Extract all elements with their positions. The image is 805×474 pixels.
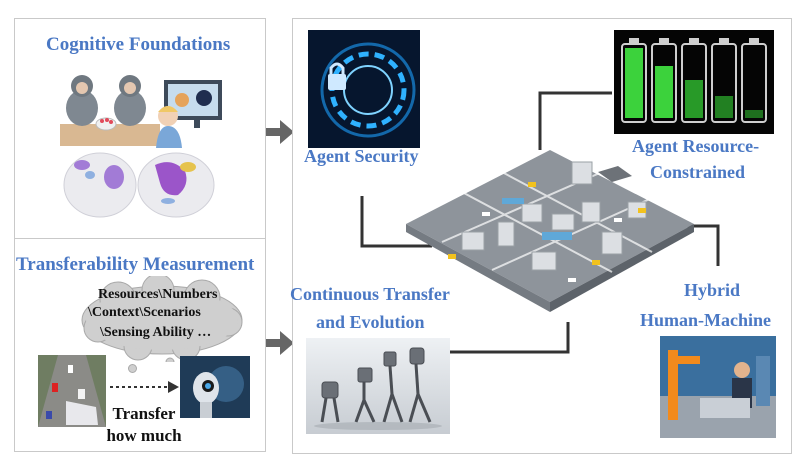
cloud-line-3: \Sensing Ability … — [100, 325, 212, 340]
hybrid-label-2: Human-Machine — [640, 310, 772, 330]
cloud-line-1: Resources\Numbers — [98, 287, 218, 302]
transfer-dotted-arrow — [110, 381, 179, 393]
transferability-title: Transferability Measurement — [16, 254, 255, 275]
agent-resource-label-1: Agent Resource- — [632, 136, 760, 156]
battery-levels-image — [614, 30, 774, 134]
arrow-bottom-right — [266, 331, 294, 355]
evolving-robots-image — [306, 338, 450, 434]
child-monitor-illustration — [150, 78, 230, 148]
brains-illustration — [60, 145, 220, 225]
connector-lines — [360, 91, 720, 354]
monkeys-illustration — [60, 66, 160, 146]
transfer-label: Transfer — [112, 404, 176, 423]
how-much-label: how much — [106, 426, 182, 445]
continuous-transfer-label-1: Continuous Transfer — [290, 284, 450, 304]
continuous-transfer-label-2: and Evolution — [316, 312, 425, 332]
thought-cloud — [78, 276, 246, 362]
smart-city-illustration — [402, 142, 698, 332]
factory-worker-image — [660, 336, 776, 438]
agent-resource-label-2: Constrained — [650, 162, 746, 182]
street-scene-image — [38, 355, 106, 427]
security-lock-image — [308, 30, 420, 148]
hybrid-label-1: Hybrid — [684, 280, 741, 300]
thought-dot — [128, 364, 137, 373]
cloud-line-2: \Context\Scenarios — [88, 305, 201, 320]
cognitive-foundations-title: Cognitive Foundations — [46, 34, 231, 55]
robot-camera-image — [180, 356, 250, 418]
agent-security-label: Agent Security — [304, 146, 419, 166]
arrow-top-right — [266, 120, 294, 144]
